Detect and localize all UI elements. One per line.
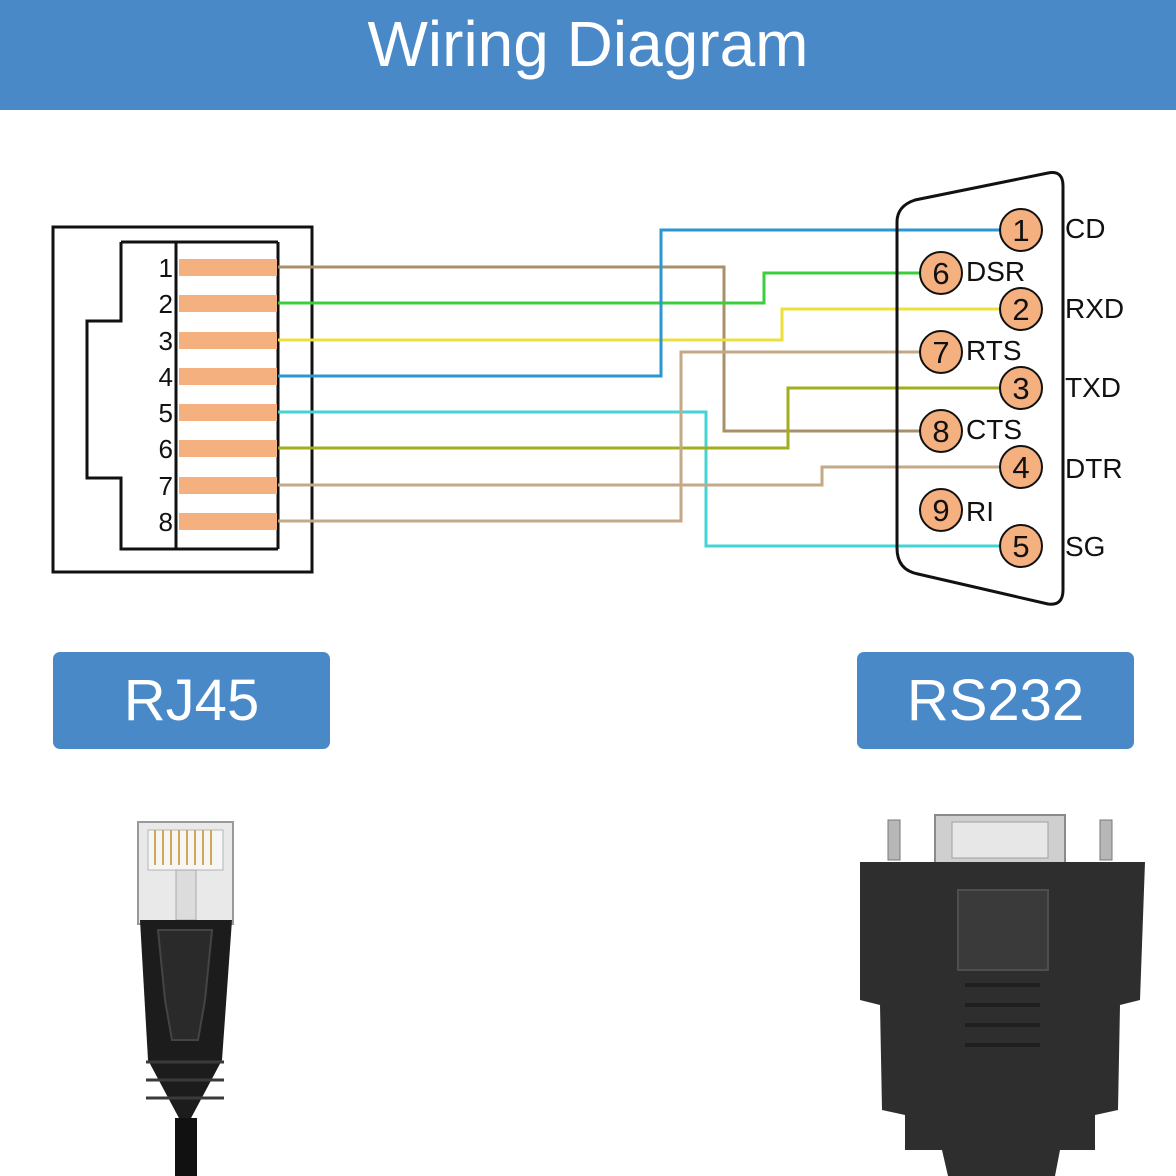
wire — [278, 271, 920, 305]
db9-pin-number: 2 — [1012, 292, 1029, 327]
db9-pin-circle — [999, 208, 1043, 252]
wire — [278, 265, 920, 433]
db9-signal-label: SG — [1065, 531, 1105, 562]
wire — [278, 228, 1000, 378]
wire — [278, 465, 1000, 487]
db9-connector-image — [860, 814, 1145, 1176]
db9-pins: 1 CD 6 DSR 2 RXD 7 RTS 3 TXD 8 CTS 4 DTR 9 RI 5 SG — [919, 208, 1124, 568]
db9-pin-number: 9 — [932, 493, 949, 528]
wire — [278, 307, 1000, 342]
rj45-pin-number: 3 — [159, 326, 173, 356]
db9-pin-number: 3 — [1012, 371, 1029, 406]
db9-signal-label: TXD — [1065, 372, 1121, 403]
rj45-pin-contact — [179, 477, 277, 494]
db9-shell-outline — [895, 171, 1065, 606]
db9-signal-label: CD — [1065, 213, 1105, 244]
db9-pin-number: 6 — [932, 256, 949, 291]
rj45-pin-number: 5 — [159, 398, 173, 428]
rj45-pin-number: 2 — [159, 289, 173, 319]
rj45-label: RJ45 — [53, 652, 330, 749]
rj45-pin-number: 4 — [159, 362, 173, 392]
db9-signal-label: RXD — [1065, 293, 1124, 324]
db9-pin-circle — [999, 366, 1043, 410]
db9-pin-circle — [999, 287, 1043, 331]
db9-signal-label: CTS — [966, 414, 1022, 445]
db9-pin-number: 4 — [1012, 450, 1029, 485]
db9-signal-label: DTR — [1065, 453, 1123, 484]
db9-signal-label: RI — [966, 496, 994, 527]
page-title: Wiring Diagram — [367, 8, 809, 80]
header-banner: Wiring Diagram — [0, 0, 1176, 110]
db9-pin-circle — [919, 251, 963, 295]
db9-pin-number: 1 — [1012, 213, 1029, 248]
wires — [278, 228, 1000, 548]
wire — [278, 386, 1000, 450]
db9-pin-circle — [919, 488, 963, 532]
db9-pin-number: 5 — [1012, 529, 1029, 564]
wire — [278, 350, 920, 523]
rj45-plug-image — [137, 821, 234, 1176]
db9-pin-number: 7 — [932, 335, 949, 370]
rj45-pin-number: 1 — [159, 253, 173, 283]
rj45-connector-outline — [51, 225, 314, 574]
db9-pin-circle — [999, 445, 1043, 489]
rj45-pins: 1 2 3 4 5 6 7 8 — [159, 253, 277, 537]
rj45-pin-contact — [179, 332, 277, 349]
rj45-pin-contact — [179, 513, 277, 530]
rj45-pin-contact — [179, 440, 277, 457]
wire — [278, 410, 1000, 548]
rj45-pin-contact — [179, 259, 277, 276]
db9-signal-label: DSR — [966, 256, 1025, 287]
rj45-pin-number: 6 — [159, 434, 173, 464]
db9-pin-circle — [999, 524, 1043, 568]
rj45-pin-contact — [179, 368, 277, 385]
rs232-label: RS232 — [857, 652, 1134, 749]
rj45-pin-number: 7 — [159, 471, 173, 501]
rj45-pin-contact — [179, 404, 277, 421]
rj45-pin-number: 8 — [159, 507, 173, 537]
db9-pin-circle — [919, 330, 963, 374]
db9-pin-number: 8 — [932, 414, 949, 449]
rj45-pin-contact — [179, 295, 277, 312]
db9-signal-label: RTS — [966, 335, 1022, 366]
db9-pin-circle — [919, 409, 963, 453]
